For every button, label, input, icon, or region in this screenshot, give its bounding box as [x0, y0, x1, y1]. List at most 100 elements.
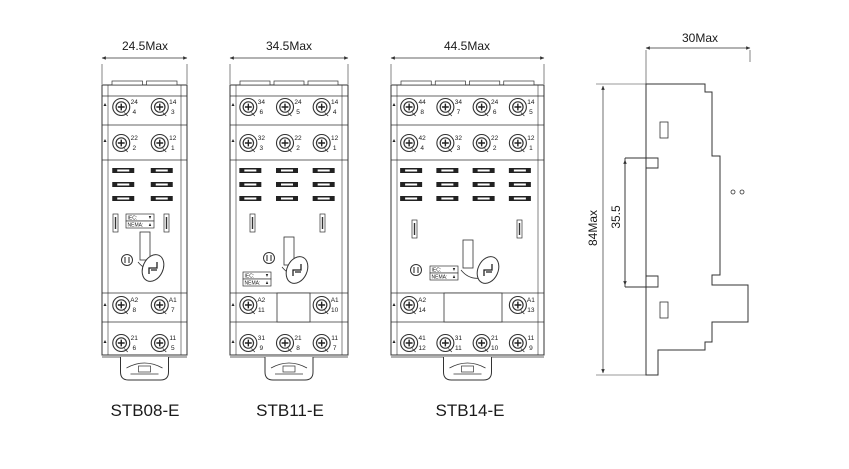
- terminal-label-bottom: 10: [491, 345, 499, 352]
- contact-slot-inner: [117, 169, 130, 172]
- terminal-label-top: 22: [294, 135, 302, 142]
- nema-marker-box: [125, 220, 155, 229]
- screw-tab: [123, 148, 129, 153]
- nema-label: NEMA:: [432, 275, 448, 281]
- terminal-label-top: 44: [419, 99, 427, 106]
- contact-slot-inner: [477, 183, 490, 186]
- screw-terminal: 119: [508, 333, 535, 353]
- terminal-label-top: 11: [331, 335, 338, 342]
- screw-tab: [324, 112, 329, 117]
- iec-label: IEC:: [245, 274, 255, 280]
- contact-slot-inner: [405, 183, 418, 186]
- top-clip-tab: [307, 80, 339, 86]
- terminal-label-top: 31: [455, 335, 463, 342]
- terminal-label-bottom: 14: [419, 307, 427, 314]
- screw-terminal: 222: [472, 133, 499, 153]
- screw-slot-icon: [441, 339, 449, 347]
- terminal-label-bottom: 1: [171, 145, 175, 152]
- terminal-label-bottom: 2: [296, 145, 300, 152]
- nema-label: NEMA:: [245, 281, 261, 287]
- screw-slot-icon: [156, 339, 164, 347]
- screw-slot-icon: [478, 103, 486, 111]
- side-slot-upper: [659, 121, 669, 139]
- lock-icon: [263, 252, 275, 264]
- dim-stb08-width: 24.5Max: [122, 39, 168, 53]
- screw-tab: [162, 112, 167, 117]
- terminal-label-bottom: 4: [333, 109, 337, 116]
- terminal-label-top: 34: [455, 99, 463, 106]
- screw-tab: [123, 112, 129, 117]
- din-clip-latch: [461, 365, 474, 373]
- model-label-stb11: STB11-E: [256, 401, 324, 420]
- din-clip-spring: [270, 362, 308, 375]
- screw-tab: [520, 310, 525, 315]
- screw-terminal: 222: [275, 133, 302, 153]
- screw-terminal: 244: [112, 97, 138, 117]
- terminal-label-bottom: 8: [420, 109, 424, 116]
- screw-tab: [287, 348, 292, 353]
- terminal-label-bottom: 2: [132, 145, 136, 152]
- nema-marker-box: [242, 278, 272, 287]
- screw-terminal: 347: [436, 97, 463, 117]
- screw-tab: [324, 348, 329, 353]
- terminal-label-bottom: 3: [457, 145, 461, 152]
- screw-tab: [484, 112, 489, 117]
- arrow-up-icon: [231, 139, 235, 142]
- dim-rail-height: 35.5: [609, 205, 623, 229]
- contact-slot-inner: [155, 197, 168, 200]
- terminal-label-top: 24: [294, 99, 302, 106]
- lock-icon: [410, 264, 422, 276]
- terminal-label-bottom: 5: [296, 109, 300, 116]
- nema-arrow-icon: [452, 275, 456, 278]
- model-label-stb14: STB14-E: [436, 401, 505, 420]
- screw-slot-icon: [244, 301, 252, 309]
- screw-slot-icon: [318, 339, 326, 347]
- screw-slot-icon: [478, 139, 486, 147]
- terminal-label-bottom: 2: [493, 145, 497, 152]
- screw-tab: [448, 348, 453, 353]
- terminal-label-top: 12: [169, 135, 177, 142]
- screw-slot-icon: [281, 339, 289, 347]
- side-dimensions: [596, 46, 751, 376]
- top-clip-tab: [434, 80, 466, 86]
- screw-terminal: 246: [472, 97, 499, 117]
- screw-tab: [324, 310, 329, 315]
- contact-slot-inner: [513, 183, 526, 186]
- contact-slot-inner: [513, 197, 526, 200]
- screw-terminal: A17: [150, 295, 177, 315]
- dim-side-height: 84Max: [586, 210, 600, 246]
- side-rivet: [730, 189, 736, 195]
- din-clip-latch: [282, 365, 296, 373]
- screw-terminal: 323: [239, 133, 265, 153]
- model-label-stb08: STB08-E: [111, 401, 180, 420]
- terminal-label-bottom: 7: [457, 109, 461, 116]
- screw-terminal: 222: [112, 133, 138, 153]
- terminal-label-bottom: 1: [333, 145, 337, 152]
- screw-terminal: 216: [112, 333, 138, 353]
- side-slot-lower: [659, 301, 669, 319]
- terminal-label-top: 34: [258, 99, 266, 106]
- screw-slot-icon: [441, 103, 449, 111]
- terminal-label-top: 32: [455, 135, 463, 142]
- arrow-up-icon: [231, 103, 235, 106]
- terminal-label-top: 24: [491, 99, 499, 106]
- screw-slot-icon: [244, 339, 252, 347]
- arrow-up-icon: [392, 340, 396, 343]
- screw-tab: [287, 112, 292, 117]
- screw-tab: [123, 348, 129, 353]
- release-lever: [462, 239, 474, 269]
- screw-slot-icon: [117, 339, 125, 347]
- screw-slot-icon: [478, 339, 486, 347]
- terminal-label-top: A1: [527, 297, 535, 304]
- screw-terminal: 145: [508, 97, 535, 117]
- din-clip-spring: [449, 362, 486, 375]
- screw-slot-icon: [156, 301, 164, 309]
- iec-arrow-icon: [148, 216, 152, 219]
